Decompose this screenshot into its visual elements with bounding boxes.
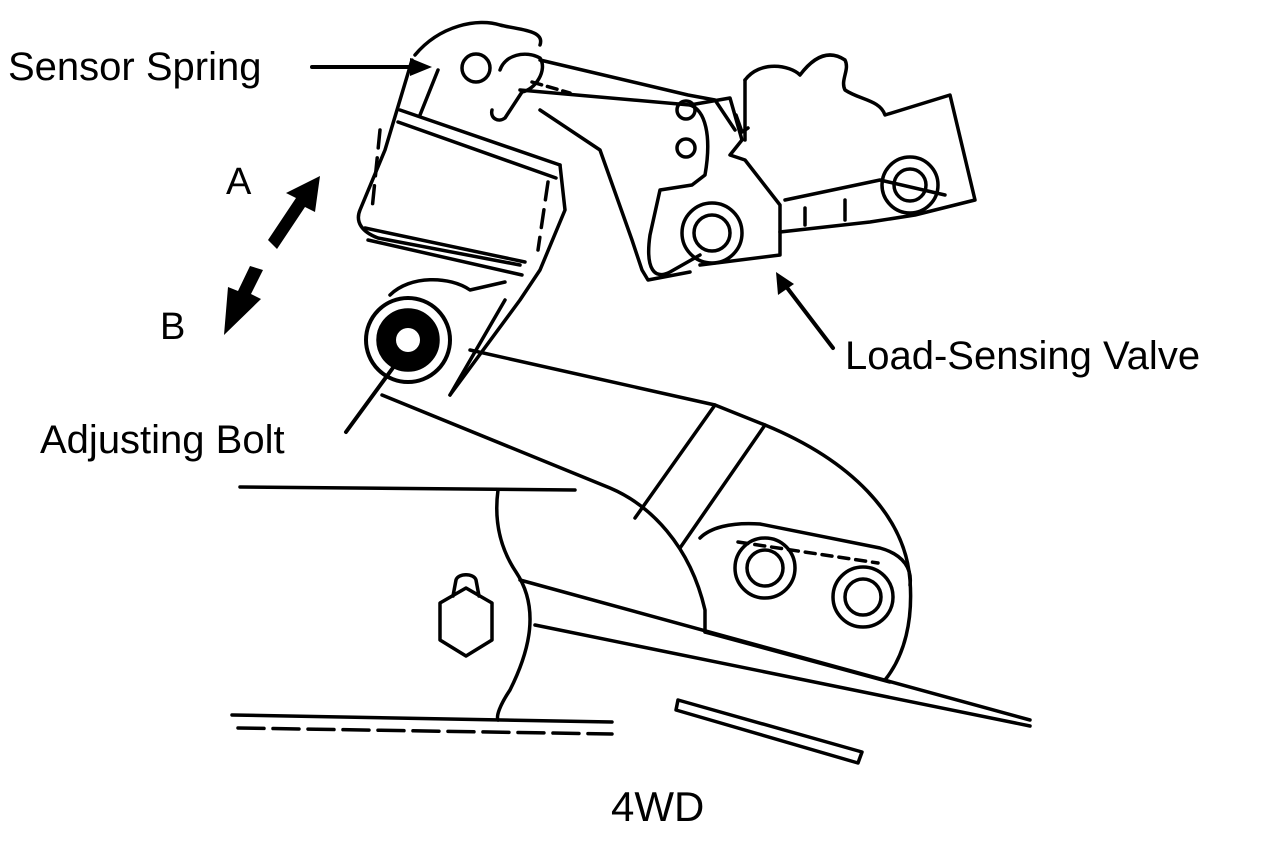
arrow-b-icon	[224, 266, 263, 335]
load-sensing-valve-body	[680, 53, 977, 267]
load-sensing-valve-label: Load-Sensing Valve	[845, 334, 1201, 378]
bolt-leader	[344, 363, 397, 434]
lower-bracket-arm	[380, 348, 913, 684]
sensor-spring-arrowhead-icon	[410, 58, 432, 76]
valve-lever-plate	[518, 88, 710, 282]
adjusting-bolt-label: Adjusting Bolt	[40, 418, 285, 462]
frame-member	[230, 485, 1032, 765]
sensor-spring-hook	[460, 52, 737, 132]
sensor-spring-label: Sensor Spring	[8, 45, 262, 89]
adjusting-bolt-head	[364, 296, 452, 384]
direction-b-label: B	[160, 306, 186, 348]
figure-caption: 4WD	[611, 783, 705, 830]
hex-nut	[438, 573, 494, 658]
direction-a-label: A	[226, 161, 252, 203]
valve-arrowhead-icon	[776, 272, 794, 295]
arrow-a-icon	[268, 176, 320, 249]
leader-lines	[310, 58, 835, 434]
direction-arrows	[224, 176, 320, 335]
valve-leader	[783, 283, 835, 350]
sensor-spring-link	[356, 20, 567, 397]
